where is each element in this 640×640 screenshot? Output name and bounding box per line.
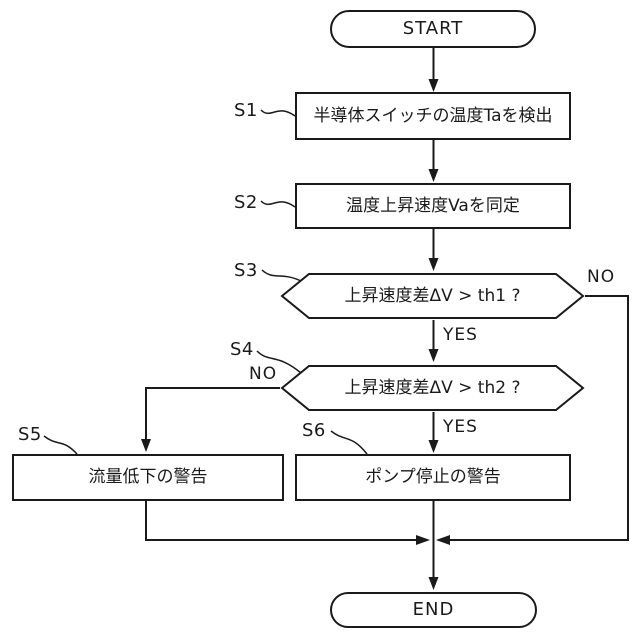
- branch-label-s4-yes: YES: [443, 417, 478, 437]
- arrowhead-s1-s2: [428, 169, 439, 182]
- decision-s3-shape: [280, 273, 585, 319]
- edge-s5-merge: [145, 501, 417, 541]
- arrowhead-s2-s3: [428, 258, 439, 271]
- step-label-s1: S1: [234, 100, 258, 121]
- leader-line-s3: [261, 269, 304, 283]
- step-label-s6: S6: [302, 420, 326, 441]
- arrowhead-s5-merge: [416, 535, 430, 545]
- branch-label-s3-no: NO: [587, 267, 616, 287]
- decision-s4: 上昇速度差ΔV > th2 ?: [280, 364, 585, 412]
- terminator-start: START: [330, 10, 536, 48]
- step-label-s2: S2: [234, 192, 258, 213]
- step-label-s4: S4: [230, 339, 254, 360]
- leader-line-s6: [330, 430, 368, 455]
- arrowhead-s3-s4: [428, 349, 439, 362]
- process-s1: 半導体スイッチの温度Taを検出: [295, 92, 571, 140]
- decision-s4-shape: [280, 365, 585, 411]
- leader-line-s1: [260, 109, 296, 117]
- arrowhead-start-s1: [428, 79, 439, 92]
- leader-line-s2: [260, 200, 296, 208]
- branch-label-s3-yes: YES: [443, 325, 478, 345]
- decision-s3-text: 上昇速度差ΔV > th1 ?: [344, 285, 521, 306]
- edge-s4-no-s5: [145, 387, 280, 440]
- leader-line-s4: [256, 350, 302, 374]
- arrowhead-s4-s6: [428, 440, 439, 453]
- terminator-end: END: [330, 592, 537, 628]
- branch-label-s4-no: NO: [249, 364, 278, 384]
- decision-s3: 上昇速度差ΔV > th1 ?: [280, 272, 585, 320]
- decision-s4-text: 上昇速度差ΔV > th2 ?: [344, 377, 521, 398]
- arrowhead-s3-merge: [436, 535, 450, 545]
- arrowhead-s4-s5: [141, 439, 151, 452]
- arrowhead-s6-end: [428, 577, 439, 590]
- step-label-s5: S5: [18, 424, 42, 445]
- process-s6: ポンプ停止の警告: [295, 454, 571, 501]
- process-s5: 流量低下の警告: [12, 454, 284, 501]
- edge-s3-no-merge: [449, 295, 629, 541]
- step-label-s3: S3: [234, 260, 258, 281]
- leader-line-s5: [43, 435, 78, 455]
- process-s2: 温度上昇速度Vaを同定: [295, 183, 571, 229]
